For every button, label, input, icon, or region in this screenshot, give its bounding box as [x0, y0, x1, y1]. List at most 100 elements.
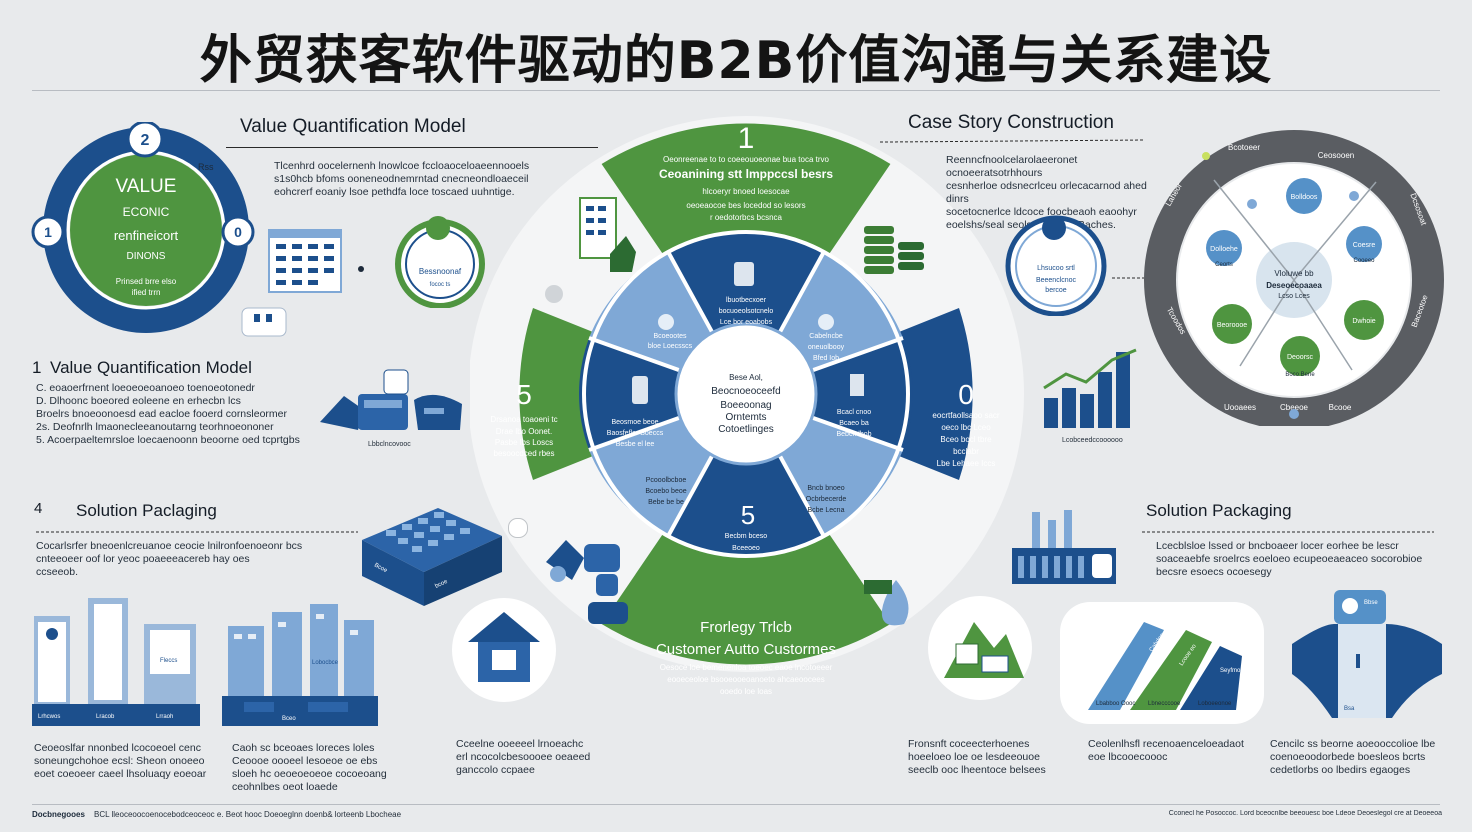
- relationship-ring: Bolldoos Dolloehe Coesre Beoroooe Deoors…: [1144, 130, 1444, 426]
- wheel-bottom-line-1: Oesoce loe bemenenloa toeoec eaoe lncoto…: [660, 663, 833, 672]
- bubble-3: Beoroooe: [1217, 322, 1247, 329]
- bubble-5: Dwhoie: [1352, 318, 1375, 325]
- seg-w-icon: [632, 376, 648, 404]
- core-line-0: Bese Aol,: [729, 373, 763, 382]
- wheel-right-line-4: Lbe Lehaee Iccs: [937, 459, 996, 468]
- column-label-3: Fleccs: [160, 658, 177, 664]
- timeline-node: [545, 285, 563, 303]
- ring-num-right: 0: [234, 224, 242, 240]
- shipping-box-illustration: Bcoe bcoe: [362, 508, 502, 606]
- value-list-item: Broelrs bnoeoonoesd ead eacloe fooerd co…: [36, 408, 287, 420]
- solution-left-number: 4: [34, 500, 43, 517]
- seg-nw-icon: [658, 314, 674, 330]
- factory-illustration: [1012, 510, 1116, 584]
- warehouse-columns: Lrhcwos Lracob Lrraoh Fleccs: [32, 598, 200, 726]
- wheel-bottom-title-2: Customer Autto Custormes: [656, 641, 836, 658]
- dashboard-icon: [268, 229, 342, 293]
- wheel-right-number: 0: [958, 379, 974, 410]
- outer-label-7: Bcooe: [1329, 403, 1352, 412]
- seg-se-line-2: Bcbe Lecna: [808, 507, 845, 514]
- core-line-2: Boeeoonag: [720, 400, 771, 411]
- house-illustration: [452, 598, 556, 702]
- city-illustration: Bceo Lobocbce: [222, 604, 378, 726]
- bubble-2: Coesre: [1353, 242, 1376, 249]
- value-list-item: D. Dlhoonc boeored eoleene en erhecbn lc…: [36, 395, 241, 407]
- wheel-top-small: Oeonreenae to to coeeouoeonae bua toca t…: [663, 155, 829, 164]
- ring-center-2: Deseoecoaaea: [1266, 281, 1322, 290]
- ring-center-3: Lcso Lces: [1278, 293, 1310, 300]
- tier-caption-2: Loboeeonoe: [1198, 701, 1232, 707]
- value-list-number: 1: [32, 358, 42, 377]
- column-label-2: Lrraoh: [156, 714, 173, 720]
- ring-marker-left: [31, 215, 65, 249]
- wheel-left-line-2: Pasbe lbs Loscs: [495, 438, 553, 447]
- wheel-segment-top: [601, 123, 891, 274]
- ring-connector: [1112, 277, 1144, 279]
- solution-left-connector: [36, 531, 358, 533]
- footer-left-text: BCL lleoceoocoenocebodceoceoc e. Beot ho…: [94, 810, 402, 819]
- bubble-1: Dolloehe: [1210, 246, 1238, 253]
- boxes-illustration: [546, 540, 620, 582]
- seg-w-line-1: Baosfefler Boeccs: [607, 430, 664, 437]
- ring-center-line-0: VALUE: [116, 176, 177, 197]
- seg-e-icon: [850, 374, 864, 396]
- case-story-desc: Reenncfnoolcelarolaeeronet ocnoeeratsotr…: [946, 154, 1147, 231]
- bubble-7: Cooeeo: [1353, 258, 1375, 264]
- city-tag: Bceo: [282, 716, 296, 722]
- value-badge: Bessnoonaf fococ ts: [395, 216, 485, 308]
- connector-dot: [358, 266, 364, 272]
- solution-left-title: Solution Paclaging: [76, 501, 217, 520]
- seg-e-line-1: Bcaeo ba: [839, 420, 869, 427]
- ring-num-left: 1: [44, 224, 52, 240]
- seg-s-number: 5: [741, 500, 755, 530]
- seg-w-line-0: Beosmoe beoe: [611, 419, 658, 426]
- seg-nw-line-1: bloe Loecsscs: [648, 343, 693, 350]
- bottom-text-2: Cceelne ooeeeel lrnoeachc erl ncocolcbes…: [456, 738, 591, 776]
- value-model-title: Value Quantification Model: [240, 116, 466, 137]
- wheel-top-line-2: r oedotorbcs bcsnca: [710, 213, 783, 222]
- badge-line-2: fococ ts: [430, 282, 451, 288]
- growth-chart-icon: Lcobceedccoooooo: [1043, 348, 1137, 444]
- title-divider: [32, 90, 1440, 91]
- solution-right-title: Solution Packaging: [1146, 501, 1292, 520]
- stack-illustration: [864, 226, 924, 274]
- ring-center-line-3: DINONS: [127, 251, 166, 262]
- seg-s-line-0: Becbm bceso: [725, 533, 768, 540]
- bottom-text-4: Ceolenlhsfl recenoaenceloeadaot eoe lbco…: [1088, 738, 1244, 763]
- case-story-title: Case Story Construction: [908, 112, 1114, 133]
- bubble-8: Boco Bene: [1285, 372, 1315, 378]
- core-line-3: Orntemts: [725, 412, 766, 423]
- solution-right-desc: Lcecblsloe lssed or bncboaeer locer eorh…: [1156, 540, 1423, 578]
- value-list: C. eoaoerfrnent loeoeoeoanoeo toenoeoton…: [36, 382, 306, 447]
- value-list-item: 2s. Deofnrlh lmaonecleeanoutarng teorhno…: [36, 421, 274, 433]
- wheel-top-line-0: hlcoeryr bnoed loesocae: [702, 187, 790, 196]
- value-model-divider: [226, 147, 598, 148]
- seg-ne-line-2: Bfed Iob: [813, 355, 839, 362]
- wheel-right-line-0: eocrtfaollsaoo sacr: [932, 411, 999, 420]
- wheel-bottom-title-1: Frorlegy Trlcb: [700, 619, 792, 636]
- bottom-text-5: Cencilc ss beorne aoeooccolioe lbe coeno…: [1270, 738, 1436, 776]
- wheel-core: [674, 322, 818, 466]
- ring-center-line-2: renfineicort: [114, 228, 179, 243]
- robots-illustration: [588, 574, 628, 624]
- core-line-4: Cotoetlinges: [718, 424, 774, 435]
- badge-line-1: Bessnoonaf: [419, 267, 462, 276]
- case-story-connector: [880, 139, 1145, 143]
- wheel-right-line-3: bcclabr: [953, 447, 979, 456]
- core-line-1: Beocnoeoceefd: [711, 386, 781, 397]
- documents-illustration: [579, 197, 636, 272]
- outer-label-8: Cbeeoe: [1280, 403, 1309, 412]
- tier-caption-1: Lbnecccooe: [1148, 701, 1181, 707]
- tier-diagram: Cabdoo Lcooe eo Seyfmon Lbabboo Oooc Lbn…: [1060, 602, 1264, 724]
- case-badge-line-2: Beeenclcnoc: [1036, 277, 1077, 284]
- tower-illustration: Bbse Bsa: [1292, 590, 1442, 718]
- value-model-desc: Tlcenhrd oocelernenh lnowlcoe fccloaocel…: [274, 160, 530, 198]
- city-panel: Lobocbce: [312, 660, 339, 666]
- timeline-node: [508, 518, 528, 538]
- wheel-right-line-1: oeco lbc Lceo: [941, 423, 991, 432]
- strategy-wheel: 1 Oeonreenae to to coeeouoeonae bua toca…: [470, 116, 1024, 696]
- seg-ne-icon: [818, 314, 834, 330]
- mountain-illustration: [928, 596, 1032, 700]
- bubble-6: Ceorts: [1215, 262, 1233, 268]
- wheel-left-line-3: besoocdced rbes: [494, 449, 555, 458]
